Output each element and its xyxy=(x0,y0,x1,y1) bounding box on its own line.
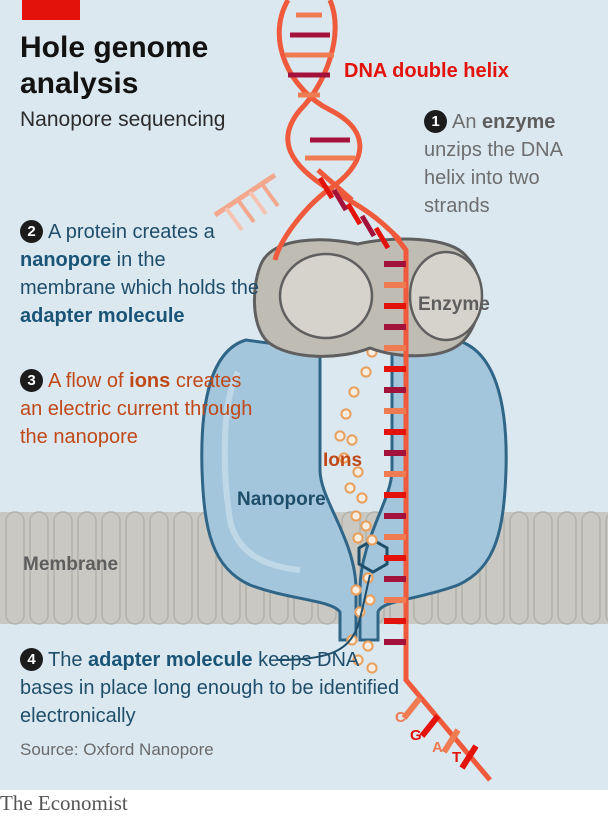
dna-strand xyxy=(272,0,363,261)
base-letter-c: C xyxy=(395,709,406,726)
base xyxy=(373,226,391,250)
membrane-lipid xyxy=(53,511,73,625)
page-title: Hole genome analysis xyxy=(20,31,209,100)
base xyxy=(331,188,349,212)
base-letter-t: T xyxy=(452,749,461,766)
infographic-panel: Enzyme Ions Nanopore Membrane C G A T Ho… xyxy=(0,0,608,790)
ion-particle xyxy=(340,408,352,420)
nanopore-label: Nanopore xyxy=(237,489,326,510)
source-note: Source: Oxford Nanopore xyxy=(20,740,214,759)
base xyxy=(359,214,377,238)
nanopore-protein xyxy=(200,338,508,642)
dna-label: DNA double helix xyxy=(344,60,509,82)
base xyxy=(441,728,461,754)
base xyxy=(419,714,441,738)
base xyxy=(317,176,335,200)
membrane-lipid xyxy=(5,511,25,625)
membrane-label: Membrane xyxy=(23,554,118,575)
adapter-pointer-line xyxy=(277,574,371,661)
ion-particle xyxy=(346,634,358,646)
base-fading xyxy=(248,190,268,216)
ion-particle xyxy=(334,430,346,442)
ion-particle xyxy=(362,640,374,652)
base-letter-g: G xyxy=(410,727,422,744)
dna-strand xyxy=(316,168,354,202)
red-accent-bar xyxy=(22,0,80,20)
ion-particle xyxy=(350,584,362,596)
ion-particle xyxy=(350,510,362,522)
membrane-lipid xyxy=(29,511,49,625)
membrane-lipid xyxy=(149,511,169,625)
ion-particle xyxy=(352,654,364,666)
base xyxy=(401,696,423,720)
brand-logo: The Economist xyxy=(0,791,128,815)
ion-particle xyxy=(344,482,356,494)
nanopore-illustration: Enzyme Ions Nanopore Membrane C G A T xyxy=(0,0,608,782)
ion-particle xyxy=(364,594,376,606)
adapter-keyword: adapter molecule xyxy=(88,649,253,671)
ion-particle xyxy=(360,520,372,532)
membrane-lipid xyxy=(557,511,577,625)
ion-particle xyxy=(352,532,364,544)
membrane-lipid xyxy=(101,511,121,625)
ion-particle xyxy=(346,434,358,446)
step-number-badge: 3 xyxy=(20,369,43,392)
ion-particle xyxy=(348,386,360,398)
ion-particle xyxy=(366,662,378,674)
dna-strand-fading xyxy=(213,172,277,218)
ions-keyword: ions xyxy=(129,370,171,392)
dna-strand xyxy=(390,230,492,782)
membrane-lipid xyxy=(77,511,97,625)
ion-particle xyxy=(352,466,364,478)
ion-particle xyxy=(366,534,378,546)
membrane-lipid xyxy=(605,514,608,622)
enzyme-label: Enzyme xyxy=(418,294,490,315)
enzyme-keyword: enzyme xyxy=(482,111,556,133)
subtitle: Nanopore sequencing xyxy=(20,108,226,131)
membrane-lipid xyxy=(125,511,145,625)
nanopore-keyword: nanopore xyxy=(20,249,112,271)
membrane-lipid xyxy=(509,511,529,625)
membrane-lipid xyxy=(581,511,601,625)
ion-particle xyxy=(338,452,350,464)
step-number-badge: 1 xyxy=(424,110,447,133)
base xyxy=(459,744,479,770)
dna-double-helix xyxy=(213,0,492,782)
enzyme xyxy=(253,237,484,358)
adapter-keyword: adapter molecule xyxy=(20,305,185,327)
ion-particle xyxy=(360,366,372,378)
base-fading xyxy=(260,182,280,208)
ions-label: Ions xyxy=(323,450,362,471)
membrane-lipid xyxy=(533,511,553,625)
step-number-badge: 4 xyxy=(20,648,43,671)
ion-particle xyxy=(356,492,368,504)
base-fading xyxy=(224,206,244,232)
base-letter-a: A xyxy=(432,739,443,756)
membrane-lipid xyxy=(173,511,193,625)
base xyxy=(345,202,363,226)
step-number-badge: 2 xyxy=(20,220,43,243)
base-fading xyxy=(236,198,256,224)
